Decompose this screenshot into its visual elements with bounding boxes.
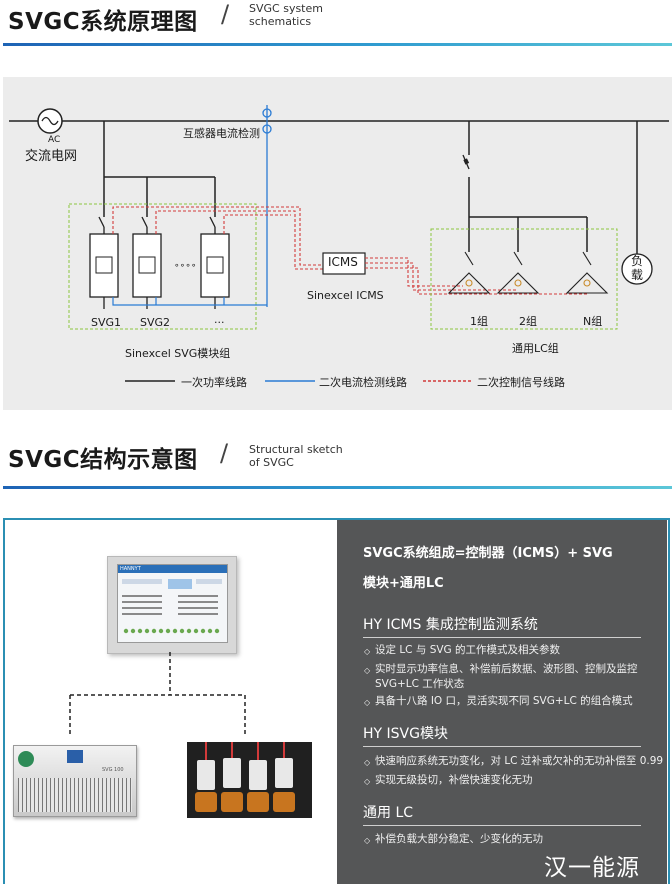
svg-module-n-icon: [200, 233, 230, 309]
ct-label: 互感器电流检测: [183, 127, 260, 140]
lc-bullet-1: 补偿负载大部分稳定、少变化的无功: [364, 833, 543, 847]
svg-group-label: Sinexcel SVG模块组: [125, 347, 231, 360]
icms-section-title: HY ICMS 集成控制监测系统: [363, 617, 538, 633]
icms-bullet-2-cont: SVG+LC 工作状态: [375, 678, 465, 690]
lc-group-2-label: 2组: [519, 315, 537, 328]
grid-label: 交流电网: [25, 149, 78, 164]
structure-connectors: [69, 652, 246, 736]
ac-label: AC: [48, 135, 61, 145]
lc-photo-art: [187, 742, 312, 818]
section1-title: SVGC系统原理图: [8, 9, 198, 35]
panel-heading-line1: SVGC系统组成=控制器（ICMS）+ SVG: [363, 546, 613, 561]
current-transformer-icon: [262, 105, 272, 307]
section2-subtitle: Structural sketch of SVGC: [249, 443, 343, 469]
isvg-bullet-1: 快速响应系统无功变化，对 LC 过补或欠补的无功补偿至 0.99: [364, 755, 663, 769]
isvg-section-rule: [363, 746, 641, 747]
icms-bullet-2: 实时显示功率信息、补偿前后数据、波形图、控制及监控: [364, 663, 637, 677]
section1-rule: [3, 43, 672, 46]
title-divider-2: /: [220, 439, 229, 467]
screen-brand: HANNYT: [118, 565, 227, 573]
icms-section-rule: [363, 637, 641, 638]
lc-unit-2-icon: [496, 251, 540, 294]
controller-screen: HANNYT: [117, 564, 228, 643]
load-label: 负载: [630, 254, 643, 282]
icms-bullet-1: 设定 LC 与 SVG 的工作模式及相关参数: [364, 644, 560, 658]
module-display: [67, 750, 83, 763]
lc-section-title: 通用 LC: [363, 805, 414, 821]
svg-module-1-icon: [89, 233, 119, 309]
brand-name: 汉一能源: [544, 855, 640, 881]
lc-group-n-label: N组: [583, 315, 603, 328]
title-divider: /: [221, 0, 230, 28]
legend-primary-label: 一次功率线路: [181, 376, 247, 389]
module-tag: SVG 100: [102, 767, 124, 773]
lc-photo: [187, 742, 312, 818]
logo-icon: [18, 751, 34, 767]
lc-groups-label: 通用LC组: [512, 342, 559, 355]
module-vents: [18, 778, 132, 812]
section1-subtitle: SVGC system schematics: [249, 2, 323, 28]
schematic-diagram: [9, 105, 669, 382]
ac-source-icon: [37, 108, 63, 134]
section2-rule: [3, 486, 672, 489]
icms-box-label: ICMS: [328, 255, 358, 269]
svgn-label: ...: [214, 313, 225, 326]
section2-title: SVGC结构示意图: [8, 447, 198, 473]
lc-section-rule: [363, 825, 641, 826]
svg2-label: SVG2: [140, 316, 171, 329]
svg-module-2-icon: [132, 233, 162, 309]
icms-controller: HANNYT: [107, 556, 237, 654]
structure-frame: [3, 518, 670, 884]
svg-module-device: SVG 100: [13, 745, 137, 817]
svg1-label: SVG1: [91, 316, 122, 329]
isvg-section-title: HY ISVG模块: [363, 726, 448, 742]
schematic-panel: AC 交流电网 互感器电流检测 SVG1 SVG2 ... ∘∘∘∘ Sinex…: [3, 77, 672, 410]
panel-heading-line2: 模块+通用LC: [363, 576, 444, 591]
icms-label: Sinexcel ICMS: [307, 289, 384, 302]
lc-group-1-label: 1组: [470, 315, 488, 328]
info-panel: SVGC系统组成=控制器（ICMS）+ SVG 模块+通用LC HY ICMS …: [337, 520, 667, 884]
lc-unit-n-icon: [565, 251, 609, 294]
load-icon: [621, 253, 653, 285]
screen-content: [122, 579, 222, 634]
isvg-bullet-2: 实现无级投切，补偿快速变化无功: [364, 774, 532, 788]
svg-dots: ∘∘∘∘: [174, 261, 197, 271]
lc-unit-1-icon: [447, 251, 491, 294]
legend-control-label: 二次控制信号线路: [477, 376, 565, 389]
legend-current-label: 二次电流检测线路: [319, 376, 407, 389]
icms-bullet-3: 具备十八路 IO 口，灵活实现不同 SVG+LC 的组合模式: [364, 695, 633, 709]
